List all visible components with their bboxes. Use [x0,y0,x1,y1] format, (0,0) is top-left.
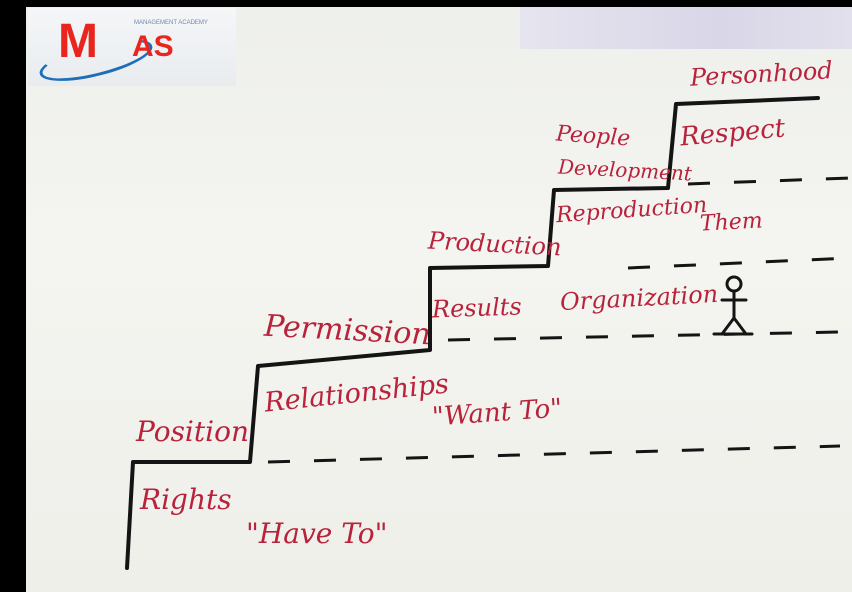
stick-figure-icon [712,275,754,336]
staircase-line [125,96,820,570]
logo-tagline: MANAGEMENT ACADEMY [134,20,208,26]
whiteboard [26,7,852,592]
logo-letter-m: M [58,15,98,68]
level-production-detail: Results [431,292,523,324]
blurred-header-strip [520,7,852,49]
level-position-quote: "Have To" [246,517,388,550]
level-people-title-line2: Development [557,154,693,186]
dashed-line-1 [267,444,841,464]
level-position-detail: Rights [140,483,232,516]
video-frame-border [0,0,26,592]
dashed-line-3 [627,256,851,270]
level-production-title: Production [427,226,563,262]
video-frame-top [0,0,852,7]
dashed-line-2 [447,330,841,342]
level-permission-title: Permission [263,308,432,353]
level-personhood-title: Personhood [689,56,834,92]
level-people-extra: Them [699,208,764,237]
level-position-title: Position [136,415,249,448]
logo-letters-as: AS [132,30,174,63]
channel-logo: M MANAGEMENT ACADEMY AS [28,8,236,90]
level-people-title-line1: People [555,121,632,152]
dashed-line-4 [687,176,851,186]
